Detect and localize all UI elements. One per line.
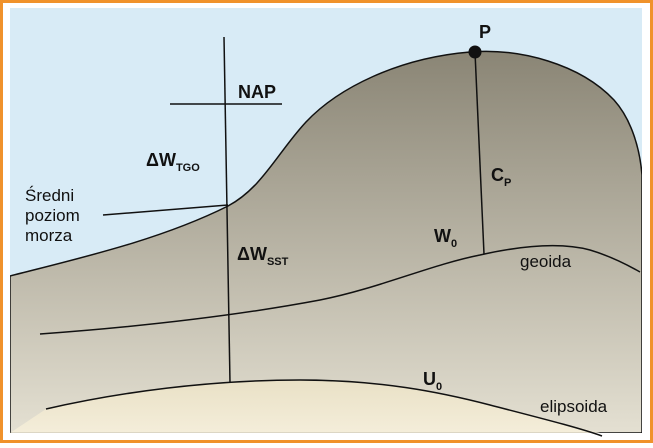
label-sredni-line2: poziom [25, 206, 80, 225]
nap-vertical-line [223, 36, 231, 384]
label-geoida: geoida [520, 252, 572, 271]
label-c-p: CP [491, 165, 511, 189]
p-vertical-line [474, 51, 485, 255]
label-sredni-line3: morza [25, 226, 73, 245]
label-sredni-line1: Średni [25, 186, 74, 205]
geoid-line [39, 244, 641, 335]
ellipsoid-region [10, 380, 642, 433]
label-p: P [479, 22, 491, 42]
label-nap: NAP [238, 82, 276, 102]
ellipsoid-line [45, 379, 603, 437]
label-elipsoida: elipsoida [540, 397, 608, 416]
point-p-marker [468, 45, 482, 59]
label-w0: W0 [434, 226, 457, 250]
terrain-surface [10, 50, 642, 433]
label-u0: U0 [423, 369, 442, 393]
sredni-poziom-pointer [102, 204, 229, 216]
label-delta-w-sst: ΔWSST [237, 244, 289, 268]
label-delta-w-tgo: ΔWTGO [146, 150, 200, 174]
